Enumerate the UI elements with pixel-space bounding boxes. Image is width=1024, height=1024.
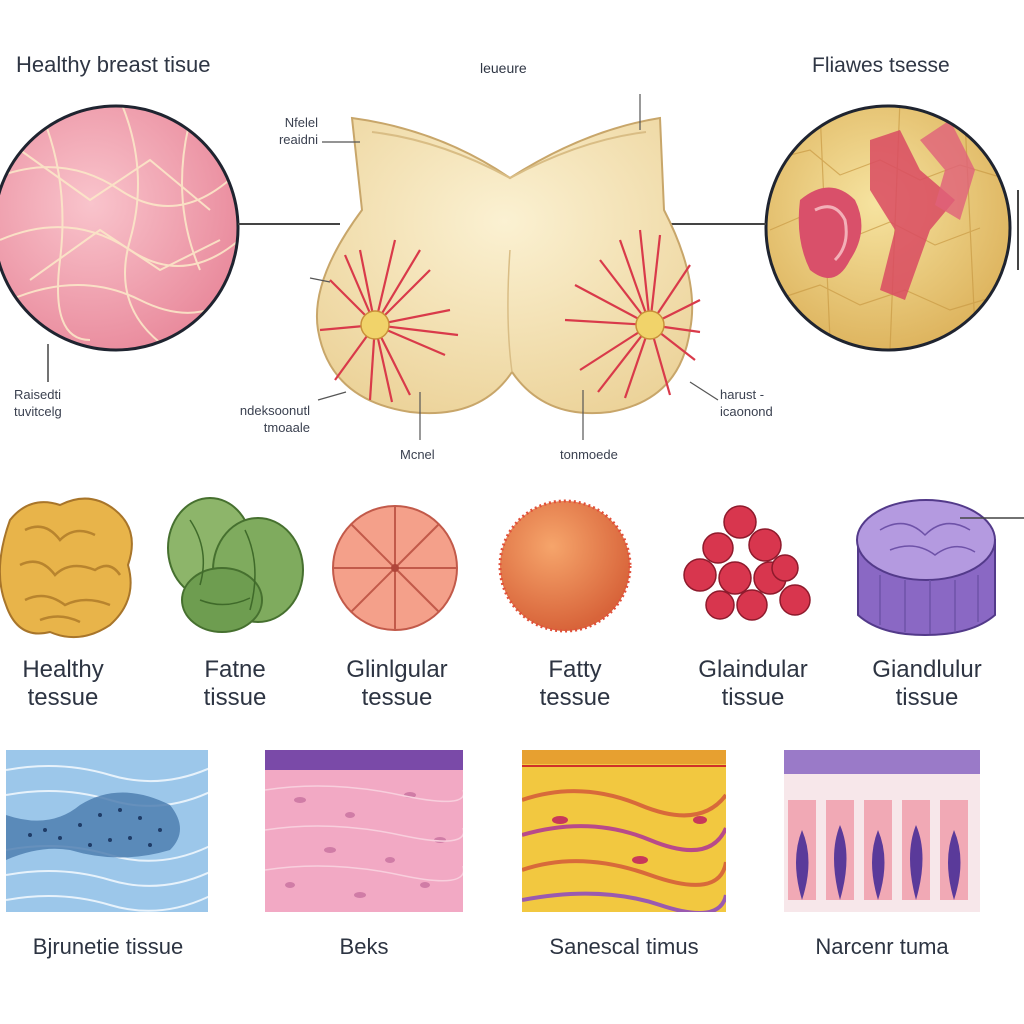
pink-segmented-icon [332,505,458,631]
micrograph-label: Beks [339,934,389,959]
purple-block-icon [856,499,1024,637]
micrograph-purple [784,750,980,912]
yellow-lobule-icon [0,497,133,639]
red-cluster-icon [683,505,811,621]
callout-left-side: Raisedti tuvitcelg [14,387,62,419]
callout-top-left: Nfelel reaidni [278,115,318,147]
micrograph-blue [6,750,208,912]
micrograph-label: Sanescal timus [549,934,699,959]
healthy-tissue-magnifier [0,104,340,382]
callout-bottom-a: Mcnel [400,447,435,462]
abnormal-tissue-title: Fliawes tsesse [812,54,950,77]
center-title: leueure [480,60,527,76]
fatty-tissue-magnifier [666,104,1019,352]
orange-sphere-icon [498,499,632,633]
micrograph-yellow [522,750,726,912]
left-nipple-icon [319,239,459,403]
micrograph-label: Bjrunetie tissue [32,934,184,959]
healthy-tissue-title: Healthy breast tisue [16,52,211,77]
callout-lower-left: ndeksoonutl tmoaale [239,403,310,435]
breast-illustration [309,94,719,440]
micrograph-pink [265,750,463,912]
right-nipple-icon [564,229,701,399]
green-lobe-icon [167,497,304,633]
callout-bottom-b: tonmoede [560,447,618,462]
callout-right-side: harust - icaonond [720,387,773,419]
micrograph-label: Narcenr tuma [815,934,949,959]
